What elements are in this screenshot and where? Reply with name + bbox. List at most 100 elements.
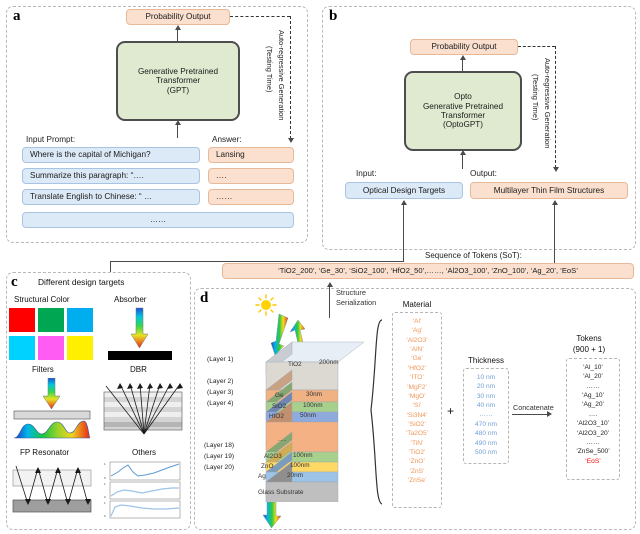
serialization-label-line1: Structure — [336, 288, 366, 297]
thickness-column-header: Thickness — [467, 356, 504, 365]
panel-a-loop-top — [230, 16, 290, 17]
layer-label-19: (Layer 19) — [204, 453, 235, 460]
layer-label-4: (Layer 4) — [207, 400, 234, 407]
panel-c-item-label-fp-resonator: FP Resonator — [20, 448, 70, 457]
panel-a-model-line3: (GPT) — [166, 85, 190, 95]
material-item-9: ‘Si’ — [412, 402, 422, 410]
token-item-3: ‘Ag_10’ — [582, 392, 604, 400]
token-item-9: ‘ZnSe_500’ — [576, 448, 610, 456]
layer-label-2: (Layer 2) — [207, 378, 234, 385]
panel-c-item-label-filters: Filters — [32, 365, 54, 374]
dbr-diagram — [103, 383, 183, 435]
panel-b-model-line2: Generative Pretrained — [422, 101, 504, 111]
panel-a-input-header: Input Prompt: — [26, 135, 76, 144]
stack-layer-thickness-3: 50nm — [300, 412, 316, 419]
token-item-4: ‘Ag_20’ — [582, 401, 604, 409]
panel-a-arrow-up-shaft — [177, 27, 179, 41]
color-swatch-5 — [38, 336, 64, 360]
panel-b-probability-output: Probability Output — [410, 39, 518, 55]
panel-b-output-box-label: Multilayer Thin Film Structures — [493, 185, 605, 195]
stack-layer-material-0: TiO2 — [288, 361, 302, 368]
svg-text:0: 0 — [104, 514, 106, 518]
panel-b-model-line1: Opto — [454, 92, 472, 102]
concatenate-arrow-shaft — [512, 414, 548, 416]
panel-c-title: Different design targets — [38, 277, 125, 287]
prompt-box-1[interactable]: Where is the capital of Michigan? — [22, 147, 200, 163]
thickness-item-8: 500 nm — [475, 448, 497, 456]
serialization-label-line2: Serialization — [336, 298, 377, 307]
panel-b-model-line4: (OptoGPT) — [442, 120, 484, 130]
token-item-0: ‘Al_10’ — [583, 364, 603, 371]
material-item-7: ‘MgF2’ — [407, 383, 427, 391]
panel-a-answer-header: Answer: — [212, 135, 242, 144]
stack-layer-material-2: SiO2 — [272, 403, 287, 410]
stack-layer-thickness-1: 30nm — [306, 391, 322, 398]
svg-text:0: 0 — [104, 476, 106, 480]
material-column-header: Material — [402, 300, 432, 309]
material-item-16: ‘ZnS’ — [409, 467, 425, 475]
prompt-box-4[interactable]: …… — [22, 212, 294, 228]
thickness-item-1: 20 nm — [476, 383, 496, 391]
stack-substrate-label: Glass Substrate — [258, 489, 304, 496]
answer-text-2: …. — [216, 171, 227, 181]
material-item-8: ‘MgO’ — [408, 392, 426, 400]
prompt-box-3[interactable]: Translate English to Chinese: “ … — [22, 189, 200, 205]
panel-b-input-header: Input: — [356, 169, 377, 178]
panel-b-output-header: Output: — [470, 169, 497, 178]
absorber-diagram — [108, 307, 172, 360]
sun-and-light-arrows — [255, 294, 306, 356]
material-item-0: ‘Al’ — [412, 318, 422, 325]
panel-a-arrow-in-shaft — [177, 122, 179, 138]
prompt-box-2[interactable]: Summarize this paragraph: “…. — [22, 168, 200, 184]
answer-box-3: …… — [208, 189, 294, 205]
panel-a-loop-label-sub: (Testing Time) — [265, 46, 274, 93]
panel-c-item-label-others: Others — [132, 448, 157, 457]
panel-b-arrow-up-head — [459, 55, 466, 60]
color-swatch-2 — [38, 308, 64, 332]
transmitted-light-arrow — [262, 502, 282, 529]
material-list-box: ‘Al’ ‘Ag’ ‘Al2O3’ ‘AlN’ ‘Ge’ ‘HfO2’ ‘ITO… — [392, 312, 442, 508]
concatenate-label: Concatenate — [513, 403, 554, 412]
token-item-6: ‘Al2O3_10’ — [576, 420, 610, 428]
layer-label-3: (Layer 3) — [207, 389, 234, 396]
token-item-1: ‘Al_20’ — [583, 373, 603, 381]
thickness-item-3: 40 nm — [476, 402, 496, 410]
answer-box-2: …. — [208, 168, 294, 184]
panel-a-probability-output: Probability Output — [126, 9, 230, 25]
thickness-item-6: 480 nm — [475, 430, 497, 438]
filters-diagram — [13, 378, 91, 439]
answer-box-1: Lansing — [208, 147, 294, 163]
thickness-item-5: 470 nm — [475, 420, 497, 428]
stack-layer-material-7: Ag — [258, 473, 266, 480]
sot-tokens: ‘TiO2_200’, ‘Ge_30’, ‘SiO2_100’, ‘HfO2_5… — [278, 265, 578, 275]
panel-b-loop-label-main: Auto-regressive Generation — [543, 58, 552, 149]
stack-layer-thickness-7: 20nm — [287, 472, 303, 479]
material-item-10: ‘Si3N4’ — [406, 411, 428, 419]
serialization-arrow-head — [326, 282, 333, 287]
material-item-2: ‘Al2O3’ — [406, 336, 428, 344]
panel-c-item-label-absorber: Absorber — [114, 295, 147, 304]
multilayer-stack-3d: ...... — [265, 341, 365, 502]
panel-a-model-line2: Transformer — [155, 76, 201, 86]
material-item-15: ‘ZnO’ — [409, 458, 425, 466]
panel-b-arrow-in-head — [459, 150, 466, 155]
sun-icon — [255, 294, 277, 316]
panel-b-input-box[interactable]: Optical Design Targets — [345, 182, 463, 199]
answer-text-1: Lansing — [216, 150, 245, 160]
tokens-column-header-line1: Tokens — [576, 334, 602, 343]
material-item-3: ‘AlN’ — [410, 346, 424, 354]
material-item-11: ‘SiO2’ — [408, 420, 426, 428]
panel-b-loop-right — [555, 46, 556, 168]
incident-light-arrow — [270, 313, 289, 356]
panel-b-loop-arrow — [552, 167, 559, 172]
material-item-5: ‘HfO2’ — [407, 364, 427, 372]
panel-b-loop-top — [518, 46, 555, 47]
stack-layer-thickness-2: 100nm — [303, 402, 323, 409]
color-swatch-6 — [67, 336, 93, 360]
material-item-14: ‘TiO2’ — [408, 449, 426, 457]
panel-a-arrow-up-head — [174, 25, 181, 30]
panel-c-item-label-dbr: DBR — [130, 365, 147, 374]
material-item-17: ‘ZnSe’ — [407, 477, 427, 485]
panel-b-model-line3: Transformer — [440, 111, 486, 120]
token-item-7: ‘Al2O3_20’ — [576, 429, 610, 437]
